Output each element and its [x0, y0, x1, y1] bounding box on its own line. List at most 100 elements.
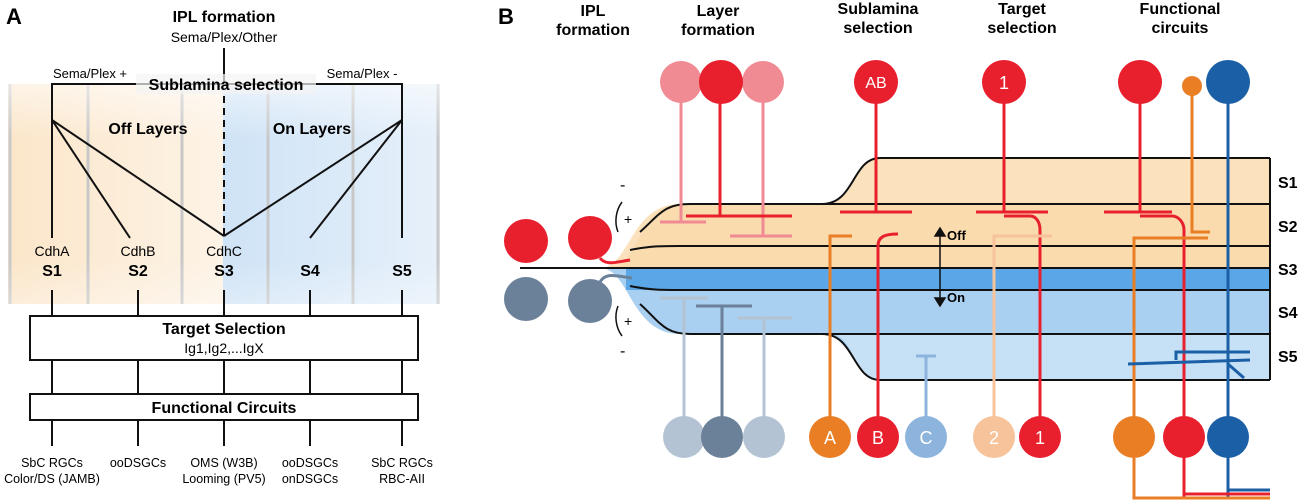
output-label: SbC RGCs	[371, 456, 433, 470]
panel-b-label: B	[498, 4, 514, 29]
red-neurite	[598, 256, 631, 265]
ab-neuron	[854, 60, 898, 104]
minus-bottom: -	[620, 343, 625, 360]
layer-name-labels: S1 S2 S3 S4 S5	[42, 263, 412, 280]
a-neuron	[809, 416, 851, 458]
output-label: SbC RGCs	[21, 456, 83, 470]
target-neuron-2-label: 2	[989, 428, 999, 448]
layer-neuron-lightgray-right	[743, 416, 785, 458]
cdh-label: CdhC	[206, 243, 242, 259]
target-neuron-1	[1019, 416, 1061, 458]
layer-neuron-gray	[701, 416, 743, 458]
layer-formation-bottom	[660, 296, 792, 458]
sema-plex-plus-label: Sema/Plex +	[53, 66, 127, 81]
sublamina-selection-neurons: AB A B C	[809, 60, 947, 458]
column-header: Sublamina	[838, 1, 919, 18]
on-layers-label: On Layers	[273, 121, 351, 138]
c-neuron-label: C	[920, 428, 933, 448]
ipl-s5-band	[830, 334, 1270, 380]
output-label: onDSGCs	[282, 472, 338, 486]
plus-top: +	[624, 211, 632, 227]
func-neuron-red	[1163, 416, 1205, 458]
column-header: IPL	[581, 3, 606, 20]
output-labels: SbC RGCs Color/DS (JAMB) ooDSGCs OMS (W3…	[4, 456, 433, 486]
column-header: selection	[843, 20, 912, 37]
plus-bottom: +	[624, 313, 632, 329]
layer-label-s5: S5	[392, 263, 412, 280]
ipl-cell-red	[504, 219, 548, 263]
b-neuron	[857, 416, 899, 458]
output-label: Color/DS (JAMB)	[4, 472, 100, 486]
func-neuron-orange-small	[1182, 76, 1202, 96]
layer-formation-top	[660, 60, 792, 238]
layer-label-s3: S3	[214, 263, 234, 280]
sublamina-label-bg	[136, 74, 316, 94]
output-label: Looming (PV5)	[182, 472, 265, 486]
target-neuron-1-label: 1	[1035, 428, 1045, 448]
layer-neuron-pink-left	[660, 61, 702, 103]
layer-form-cell-red	[568, 216, 612, 260]
attraction-arrows	[615, 201, 623, 337]
layer-neuron-pink-right	[742, 61, 784, 103]
cdh-label: CdhA	[34, 243, 70, 259]
off-on-arrows	[933, 226, 947, 308]
functional-circuits-box	[29, 393, 419, 421]
sublamina-labels: S1 S2 S3 S4 S5	[1278, 175, 1298, 366]
target-selection-box	[29, 315, 419, 361]
sublamina-selection-label: Sublamina selection	[149, 77, 304, 94]
layer-form-cell-gray	[568, 279, 612, 323]
minus-top: -	[620, 177, 625, 194]
cdh-label: CdhB	[120, 243, 155, 259]
functional-circuit-neurons	[1104, 60, 1270, 500]
output-label: RBC-AII	[379, 472, 425, 486]
target-neuron-top-label: 1	[999, 73, 1009, 93]
cdh-labels: CdhA CdhB CdhC	[34, 243, 241, 259]
column-header: Functional	[1140, 1, 1221, 18]
ipl-s3-band	[626, 268, 1270, 290]
target-selection-label: Target Selection	[162, 321, 285, 338]
sublamina-label-s1: S1	[1278, 175, 1298, 192]
column-header: selection	[987, 20, 1056, 37]
layer-label-s4: S4	[300, 263, 320, 280]
func-neuron-blue-top	[1206, 60, 1250, 104]
column-header: Target	[998, 1, 1046, 18]
output-label: ooDSGCs	[110, 456, 166, 470]
layer-neuron-lightgray-left	[663, 416, 705, 458]
ipl-formation-subtitle: Sema/Plex/Other	[171, 29, 278, 45]
functional-circuits-label: Functional Circuits	[152, 400, 297, 417]
on-label: On	[947, 290, 965, 305]
target-selection-neurons: 1 2 1	[973, 60, 1061, 458]
layer-connectors	[51, 290, 403, 316]
target-connectors	[51, 360, 403, 394]
sublamina-label-s2: S2	[1278, 219, 1298, 236]
target-neuron-top	[982, 60, 1026, 104]
layer-label-s2: S2	[128, 263, 148, 280]
output-label: OMS (W3B)	[190, 456, 257, 470]
sublamina-label-s3: S3	[1278, 262, 1298, 279]
target-selection-sub: Ig1,Ig2,...IgX	[184, 340, 264, 356]
target-neuron-2	[973, 416, 1015, 458]
gray-neurite	[598, 274, 633, 283]
sublamina-label-s5: S5	[1278, 349, 1298, 366]
off-label: Off	[947, 228, 966, 243]
layer-neuron-red	[699, 60, 743, 104]
panel-a: A IPL formation Sema/Plex/Other	[4, 4, 440, 486]
ab-neuron-label: AB	[865, 75, 886, 92]
column-header: formation	[681, 22, 755, 39]
b-neuron-label: B	[872, 428, 884, 448]
a-neuron-label: A	[824, 428, 836, 448]
func-neuron-orange	[1113, 416, 1155, 458]
ipl-cell-gray	[504, 277, 548, 321]
off-layers-label: Off Layers	[108, 121, 187, 138]
sema-plex-minus-label: Sema/Plex -	[327, 66, 398, 81]
panel-a-label: A	[6, 4, 22, 29]
sublamina-boundaries	[520, 157, 1271, 381]
column-headers: IPL formation Layer formation Sublamina …	[556, 1, 1220, 39]
output-connectors	[51, 420, 403, 446]
c-neuron	[905, 416, 947, 458]
panel-b: B IPL formation Layer formation Sublamin…	[498, 1, 1298, 500]
column-header: formation	[556, 22, 630, 39]
column-header: Layer	[697, 3, 740, 20]
layer-label-s1: S1	[42, 263, 62, 280]
